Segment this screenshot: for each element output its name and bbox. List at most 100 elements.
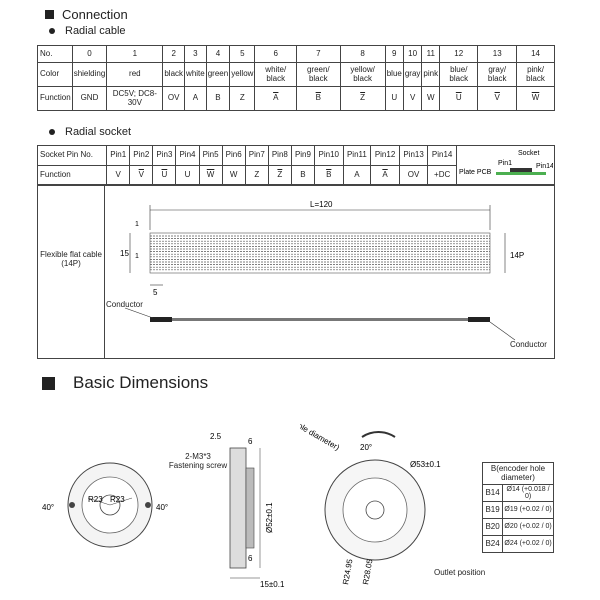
socket-block [510,168,532,172]
table-cell: red [106,62,164,87]
rear-angle: 20° [360,443,372,452]
conductor-label-right: Conductor [510,340,547,349]
side-flange [245,467,255,549]
table-cell: Pin5 [198,145,223,166]
angle-right: 40° [156,503,168,512]
table-cell: A [342,164,372,186]
radius-label-2: R23 [110,495,125,504]
radius-line [87,497,111,506]
table-cell: OV [162,86,186,111]
ffc-drawing-box [37,185,555,359]
table-cell: V [106,164,131,186]
square-bullet-icon [45,10,54,19]
table-cell: Pin1 [106,145,131,166]
table-cell: A [370,164,400,186]
table-cell: U [439,86,479,111]
radius-line [109,497,133,506]
table-cell: 9 [384,45,404,63]
table-cell: Pin10 [314,145,344,166]
table-cell: B19 [481,501,504,519]
table-cell: 1 [106,45,164,63]
table-cell: 2 [162,45,186,63]
leader-line [489,321,516,341]
row-header: Function [36,164,108,186]
angle-left: 40° [42,503,54,512]
mount-hole [145,502,151,508]
table-cell: yellow [229,62,256,87]
table-cell: U [384,86,404,111]
table-cell: V [402,86,423,111]
table-cell: Pin8 [267,145,292,166]
table-cell: V [129,164,154,186]
radius-label-1: R23 [88,495,103,504]
basic-dimensions-title: Basic Dimensions [42,373,208,393]
rear-dia: Ø53±0.1 [410,460,441,469]
row-header: Function [37,86,73,111]
table-cell: blue/ black [439,62,479,87]
table-cell: yellow/ black [339,62,386,87]
ffc-drawing: L=120 15 1 1 5 14P [120,200,524,341]
table-cell: 0 [71,45,108,63]
pcb-board [496,172,546,175]
width-dim: 15 [120,249,129,258]
table-cell: black [162,62,186,87]
table-cell: Pin3 [152,145,177,166]
table-cell: W [221,164,246,186]
table-cell: green/ black [296,62,341,87]
table-cell: GND [71,86,108,111]
side-dim-4: 15±0.1 [260,580,285,589]
table-cell: 12 [439,45,479,63]
table-cell: pink [421,62,441,87]
table-cell: 10 [402,45,423,63]
square-bullet-icon [42,376,55,390]
side-view-drawing: 2.5 6 Ø52±0.1 6 15±0.1 [210,432,285,589]
pin1-label: Pin1 [498,160,512,167]
side-body [229,447,247,569]
table-cell: B [290,164,316,186]
table-cell: 8 [339,45,386,63]
table-cell: Pin6 [221,145,246,166]
table-cell: OV [398,164,429,186]
table-cell: Pin7 [244,145,269,166]
radial-cable-subtitle: Radial cable [49,25,126,37]
table-cell: green [205,62,231,87]
table-cell: blue [384,62,404,87]
table-cell: W [198,164,223,186]
table-cell: 6 [254,45,298,63]
side-dim-2: 6 [248,437,253,446]
table-cell: gray [402,62,423,87]
connection-title: Connection [45,7,128,22]
table-cell: V [477,86,518,111]
table-cell: A [254,86,298,111]
ffc-profile [150,318,490,321]
table-cell: white/ black [254,62,298,87]
ffc-conductors [150,235,490,271]
rear-hub [365,500,385,520]
rear-view-drawing: 20° Ø53±0.1 B(encoder hole diameter) R24… [300,415,441,585]
table-cell: 7 [296,45,341,63]
table-cell: Pin11 [342,145,372,166]
table-cell: A [184,86,207,111]
table-row: B(encoder hole diameter) [482,462,554,485]
table-cell: 5 [229,45,256,63]
bullet-icon [49,28,55,34]
table-cell: Pin13 [398,145,429,166]
table-header: B(encoder hole diameter) [482,462,554,485]
pins-dim: 14P [510,251,524,260]
table-cell: Ø19 (+0.02 / 0) [502,501,554,519]
table-cell: Ø24 (+0.02 / 0) [502,535,554,553]
length-dim: L=120 [310,200,333,209]
leader-line [124,307,154,319]
ffc-label: Flexible flat cable (14P) [40,250,102,268]
table-cell: B14 [481,484,504,502]
table-cell: Pin14 [427,145,457,166]
table-cell: Ø20 (+0.02 / 0) [502,518,554,536]
table-cell: B24 [481,535,504,553]
